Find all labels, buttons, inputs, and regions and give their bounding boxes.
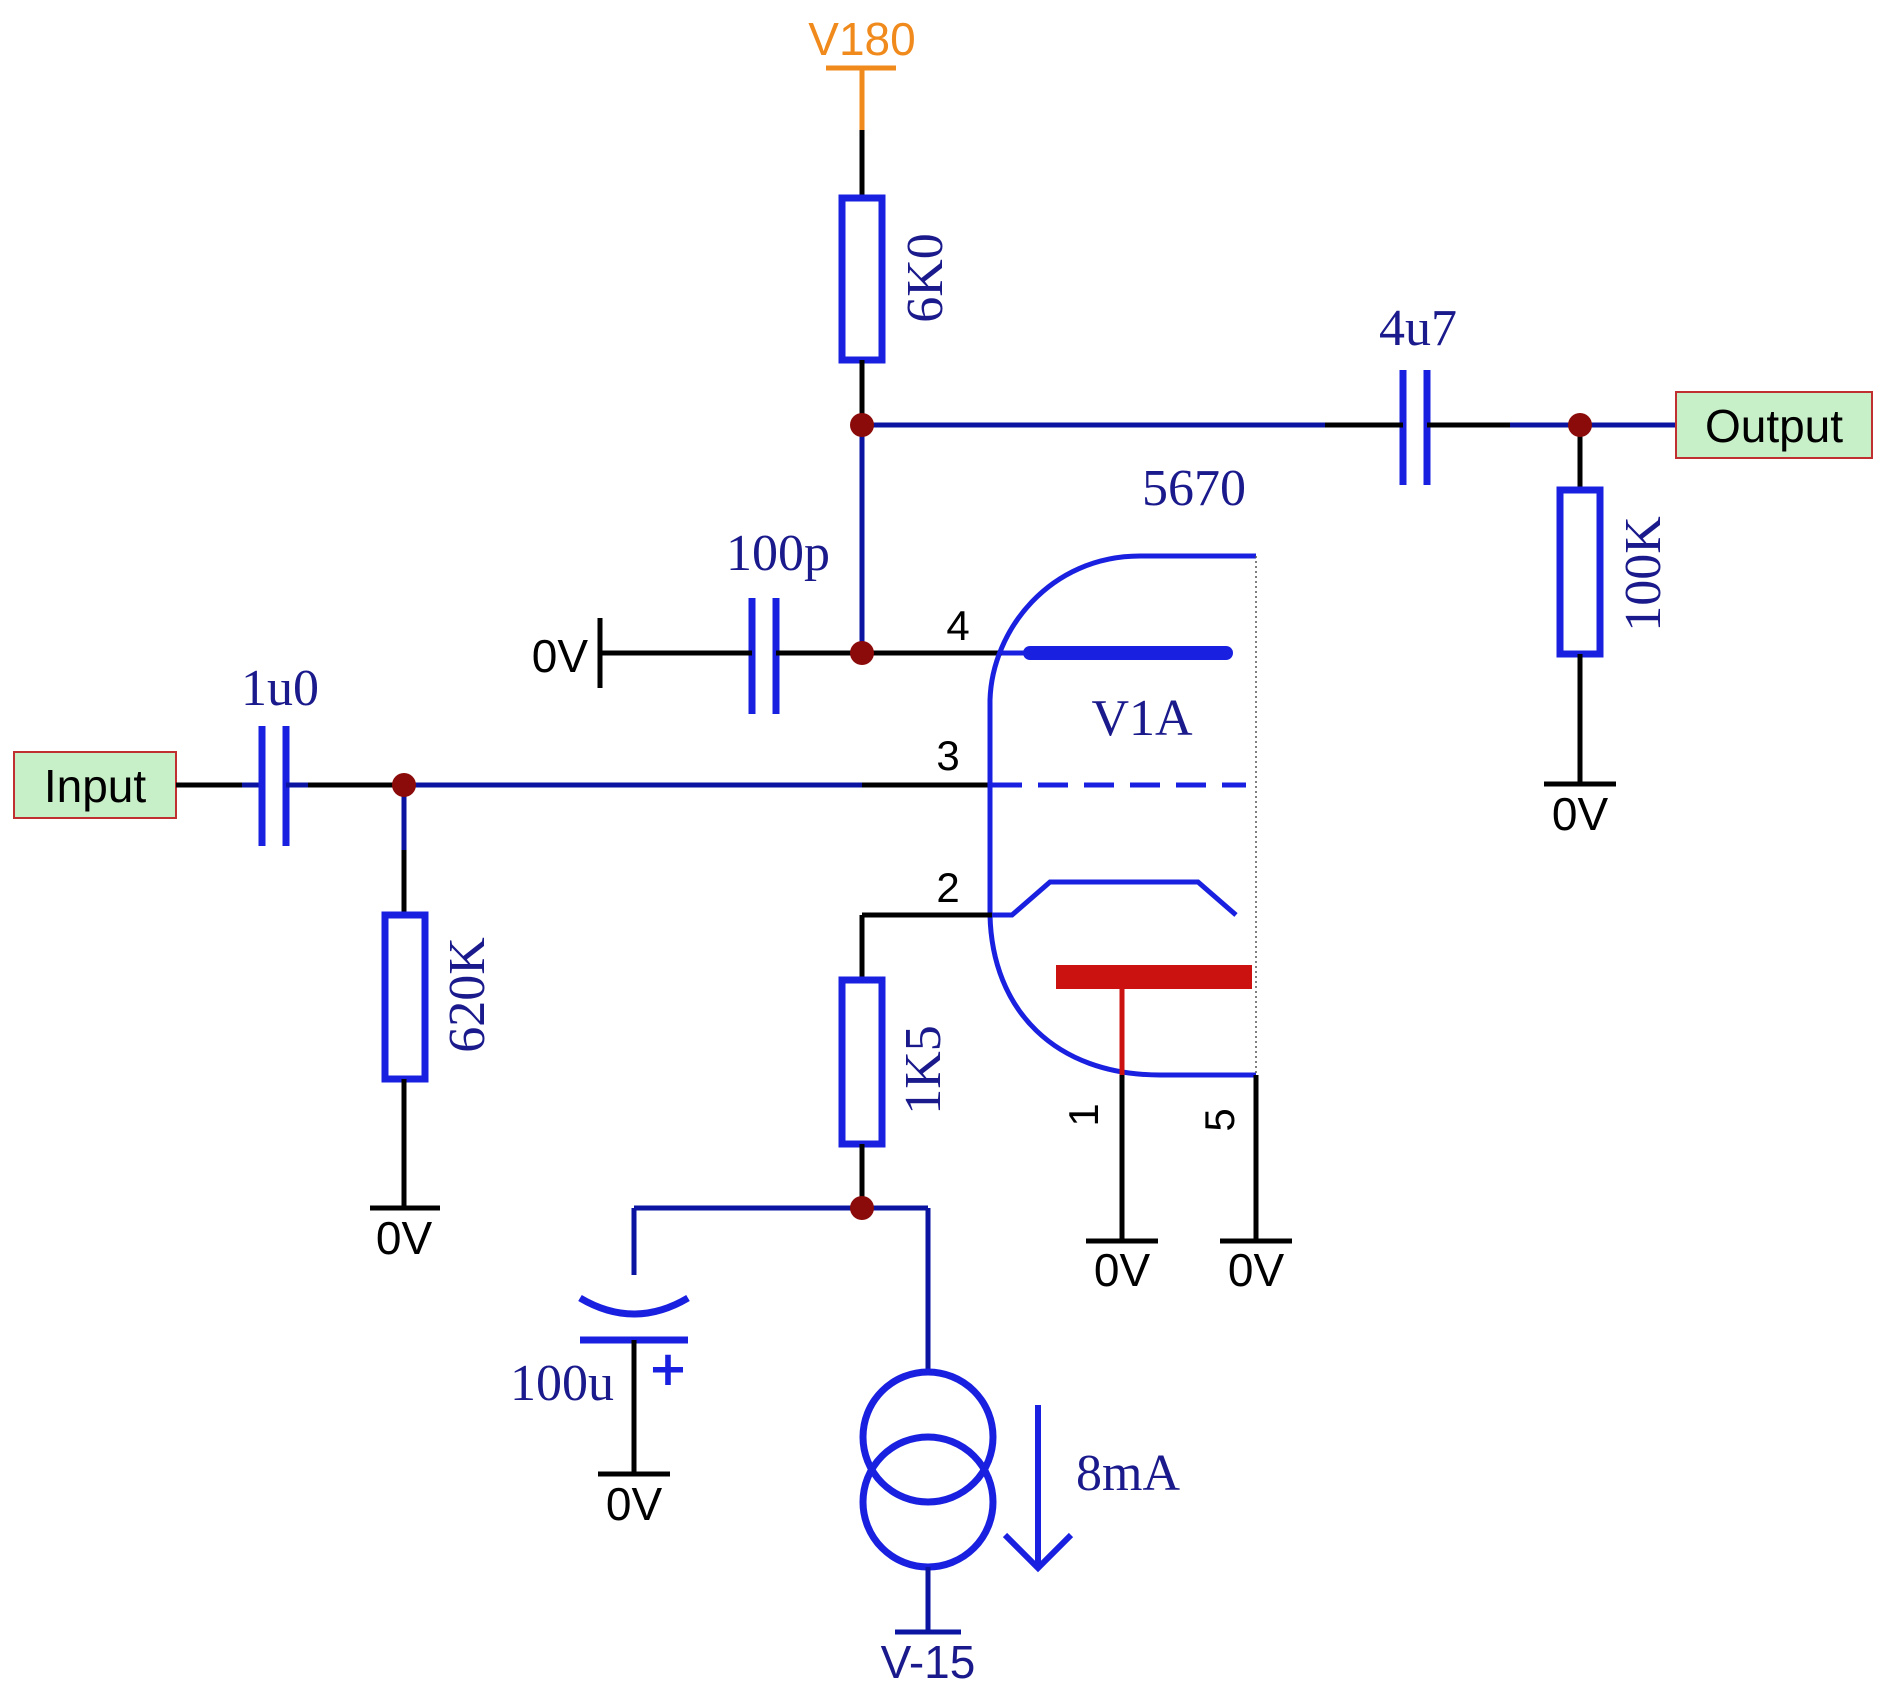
- ground-label: 0V: [1094, 1244, 1151, 1296]
- ground-label: 0V: [1552, 788, 1609, 840]
- screen-capacitor-value: 100p: [726, 525, 830, 582]
- arrow-down-icon: [1002, 1532, 1074, 1573]
- grid-resistor: 620K: [381, 785, 496, 1208]
- ground-bypass: 0V: [598, 1471, 670, 1530]
- output-capacitor: 4u7: [1379, 300, 1510, 485]
- pin-4-label: 4: [946, 602, 969, 649]
- screen-capacitor: 100p 0V: [532, 525, 862, 714]
- output-port-label: Output: [1705, 400, 1843, 452]
- load-resistor: 100K: [1556, 425, 1672, 784]
- cathode-resistor: 1K5: [838, 915, 952, 1208]
- current-source: 8mA: [859, 1208, 1180, 1632]
- output-capacitor-value: 4u7: [1379, 300, 1457, 357]
- junction-dot: [850, 413, 874, 437]
- load-resistor-value: 100K: [1615, 516, 1672, 632]
- heater-pins: 1 5 0V 0V: [1060, 1075, 1292, 1296]
- ground-grid: 0V: [370, 1205, 440, 1264]
- junction-dot: [1568, 413, 1592, 437]
- input-capacitor: 1u0: [241, 660, 319, 846]
- tube-type-label: 5670: [1142, 460, 1246, 517]
- vacuum-tube: 5670 V1A: [987, 460, 1257, 1078]
- cathode-resistor-value: 1K5: [895, 1025, 952, 1115]
- pin-1-label: 1: [1060, 1103, 1107, 1126]
- bypass-capacitor-value: 100u: [510, 1355, 614, 1412]
- input-port: Input: [13, 751, 177, 819]
- pin-2-label: 2: [936, 864, 959, 911]
- ground-load: 0V: [1544, 781, 1616, 840]
- ground-label: 0V: [376, 1212, 433, 1264]
- junction-dot: [850, 641, 874, 665]
- junction-dot: [850, 1196, 874, 1220]
- negative-rail-label: V-15: [881, 1636, 976, 1685]
- tube-ref-label: V1A: [1091, 690, 1193, 747]
- anode-resistor: 6K0: [838, 130, 954, 425]
- input-port-label: Input: [44, 760, 147, 812]
- negative-rail: V-15: [881, 1629, 976, 1685]
- grid-resistor-value: 620K: [439, 937, 496, 1053]
- output-port: Output: [1675, 391, 1873, 459]
- bypass-capacitor: + 100u: [510, 1208, 690, 1474]
- current-source-value: 8mA: [1076, 1445, 1180, 1502]
- supply-label: V180: [808, 13, 915, 65]
- ground-label: 0V: [1228, 1244, 1285, 1296]
- junction-dot: [392, 773, 416, 797]
- ground-label: 0V: [606, 1478, 663, 1530]
- pin-5-label: 5: [1196, 1108, 1243, 1131]
- anode-resistor-value: 6K0: [897, 233, 954, 323]
- supply-rail-v180: V180: [808, 13, 916, 130]
- pin-3-label: 3: [936, 732, 959, 779]
- ground-label: 0V: [532, 630, 589, 682]
- input-capacitor-value: 1u0: [241, 660, 319, 717]
- plus-icon: +: [648, 1341, 688, 1397]
